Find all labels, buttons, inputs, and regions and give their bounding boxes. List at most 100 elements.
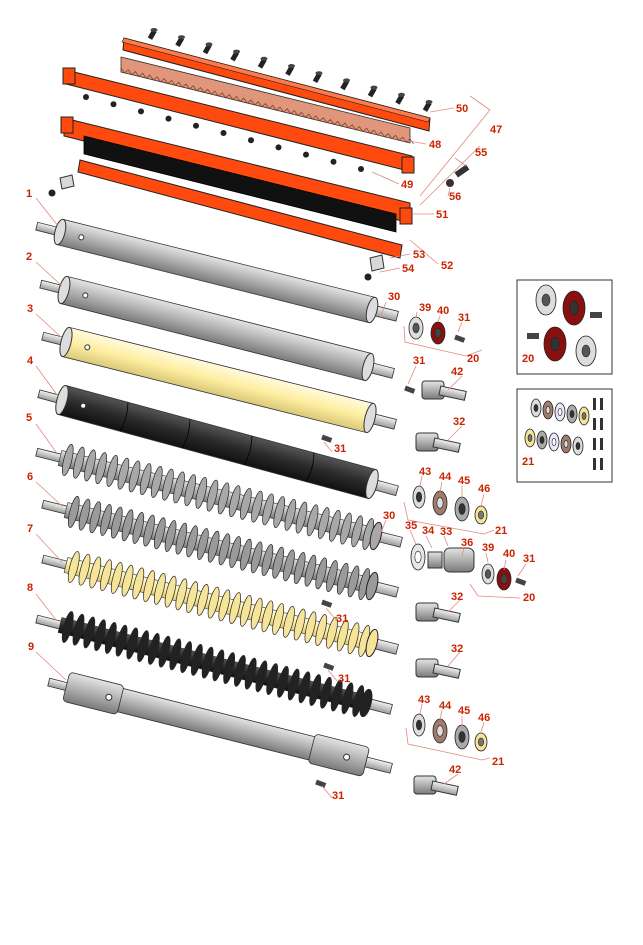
disc — [121, 564, 134, 597]
kit-box-20 — [516, 279, 613, 375]
callout-20b: 20 — [523, 592, 535, 604]
callout-55: 55 — [475, 147, 487, 159]
callout-4: 4 — [27, 355, 34, 367]
kit21-key — [593, 418, 596, 430]
disc — [164, 520, 177, 552]
disc — [244, 657, 257, 690]
roller-3 — [41, 326, 397, 434]
bracket-left — [59, 174, 75, 190]
leader-line — [439, 709, 443, 721]
disc — [261, 600, 274, 633]
disc — [175, 522, 188, 555]
callout-44a: 44 — [439, 471, 452, 483]
leader-line — [403, 139, 427, 145]
side-parts — [315, 316, 527, 796]
leader-line — [35, 481, 63, 507]
kit21-part-bore — [581, 412, 587, 420]
callout-20c: 20 — [522, 353, 534, 365]
disc — [295, 501, 308, 534]
leader-line — [517, 563, 527, 577]
shaft-right — [362, 756, 393, 774]
disc — [150, 465, 163, 498]
disc — [315, 614, 328, 646]
disc — [284, 498, 297, 531]
kit21-part-bore — [533, 404, 539, 412]
leader-line — [379, 301, 387, 319]
leader-line — [443, 773, 459, 785]
disc — [340, 512, 352, 545]
roller-6 — [41, 496, 399, 601]
disc — [261, 544, 274, 576]
roller-end — [369, 521, 383, 551]
disc — [78, 498, 91, 531]
leader-line — [447, 599, 461, 613]
nut — [48, 189, 56, 197]
set-screw-hole — [78, 234, 85, 241]
bolt — [285, 65, 295, 76]
leader-line — [409, 529, 417, 545]
mounting-bar-tab-left — [62, 67, 76, 85]
leader-line — [429, 107, 455, 113]
disc — [195, 476, 208, 509]
disc — [110, 562, 123, 594]
disc — [283, 605, 295, 638]
shaft-left — [41, 499, 70, 515]
disc — [298, 671, 311, 704]
callout-20a: 20 — [467, 353, 479, 365]
disc — [315, 557, 328, 590]
disc — [250, 541, 263, 574]
callout-6: 6 — [27, 471, 33, 483]
callout-32b: 32 — [451, 591, 463, 603]
leader-line — [437, 315, 441, 323]
scraper-bar-tab-right — [399, 207, 413, 225]
leader-line — [439, 481, 443, 493]
disc — [336, 619, 349, 652]
leader-line — [447, 187, 451, 197]
disc — [293, 552, 306, 584]
bolt — [257, 58, 267, 69]
nut — [138, 108, 144, 115]
leader-line — [407, 365, 417, 385]
washer-44-bore — [436, 497, 444, 509]
screw-31 — [323, 662, 335, 671]
callout-34: 34 — [422, 525, 435, 537]
upper-bar-assembly — [48, 28, 470, 281]
leader-line — [35, 423, 57, 453]
roller-end-left — [57, 275, 71, 305]
bolt — [395, 94, 405, 105]
callout-47: 47 — [490, 124, 502, 136]
callout-56: 56 — [449, 191, 461, 203]
disc — [347, 565, 360, 598]
bolt — [147, 29, 157, 40]
disc — [326, 616, 338, 649]
seal-39-bore — [484, 569, 491, 579]
hub-42-shaft — [430, 780, 459, 796]
disc — [104, 622, 117, 654]
bolt — [422, 101, 432, 112]
bolt-head — [398, 92, 405, 97]
disc — [320, 676, 332, 709]
bolt-head — [425, 100, 433, 104]
callout-31c: 31 — [334, 443, 346, 455]
disc — [317, 507, 330, 540]
disc — [186, 525, 198, 558]
disc — [190, 644, 203, 676]
disc — [153, 573, 166, 605]
bolt-head — [205, 42, 213, 47]
roller-end-left — [55, 384, 69, 416]
disc — [184, 474, 196, 507]
roller-1 — [35, 218, 399, 324]
disc — [94, 619, 106, 652]
nut — [248, 137, 254, 144]
disc — [330, 679, 343, 712]
callout-labels: 1 2 3 4 5 6 7 8 9 50 47 48 55 49 56 51 5… — [26, 103, 535, 802]
bolt — [230, 51, 240, 62]
leader-line — [485, 552, 489, 563]
leader-line — [389, 253, 411, 259]
bolt-head — [260, 56, 268, 61]
blade-teeth — [120, 66, 414, 145]
leader-line — [461, 547, 465, 557]
disc — [89, 501, 102, 534]
disc — [175, 578, 188, 611]
leader-line — [419, 703, 423, 715]
